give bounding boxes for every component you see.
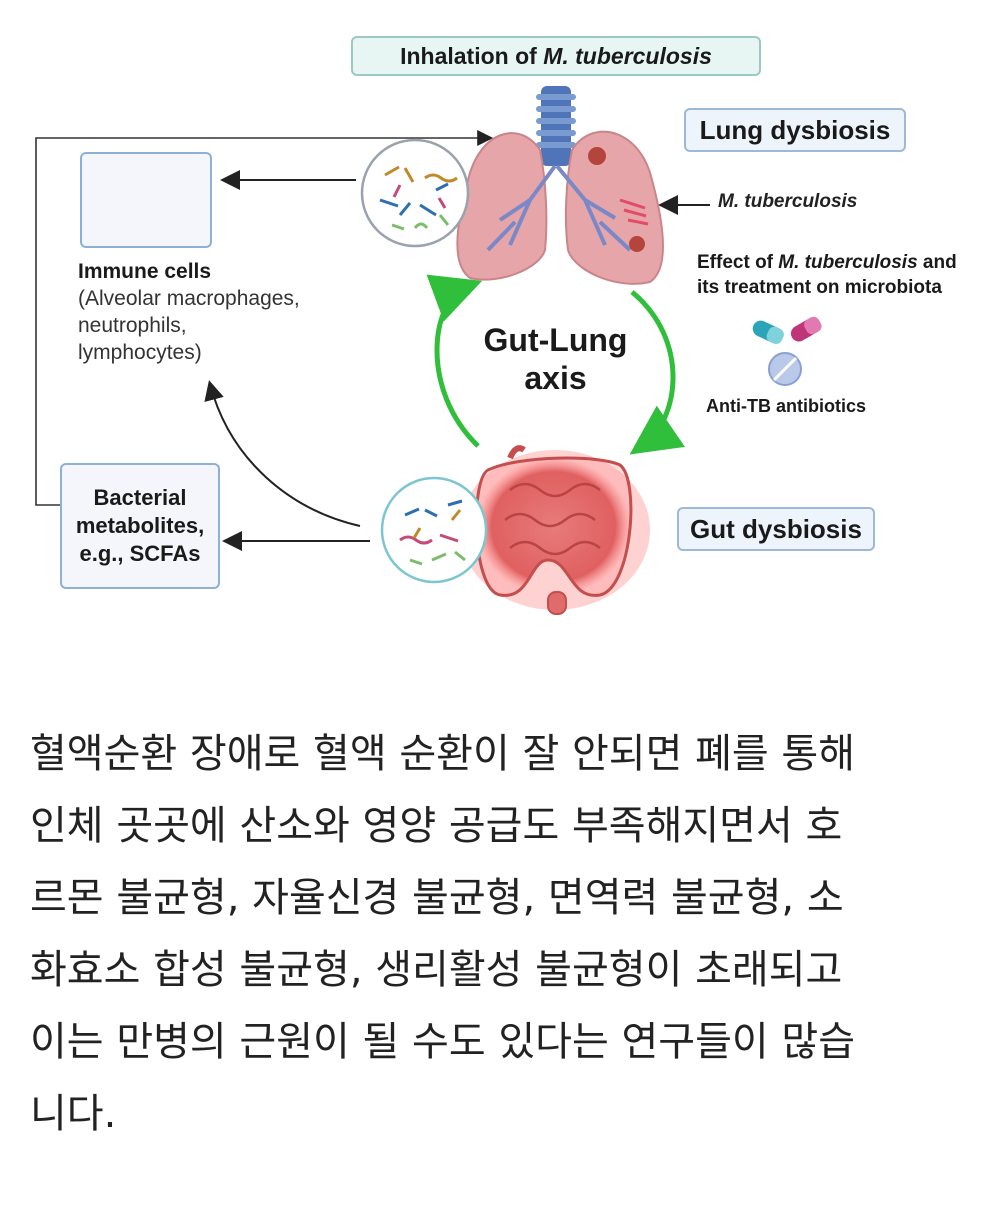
gut-to-immune-arrow — [204, 380, 361, 527]
diagram-graphics — [35, 86, 822, 615]
green-arrow-up — [426, 274, 483, 448]
feedback-loop-arrow — [35, 130, 494, 506]
title-prefix: Inhalation of — [400, 42, 537, 69]
caption-line-6: 니다. — [30, 1091, 117, 1137]
gut-dysbiosis-box: Gut dysbiosis — [677, 507, 875, 551]
title-italic: M. tuberculosis — [543, 42, 712, 69]
bacterial-metabolites-box: Bacterial metabolites, e.g., SCFAs — [60, 463, 220, 589]
caption-line-5: 이는 만병의 근원이 될 수도 있다는 연구들이 많습 — [30, 1019, 856, 1065]
axis-label-line-1: Gut-Lung — [483, 322, 628, 358]
effect-prefix: Effect of — [697, 252, 773, 273]
bacterial-line-2: metabolites, — [75, 513, 205, 538]
immune-cells-box — [80, 152, 212, 248]
intestines — [460, 445, 650, 615]
bacterial-line-3: e.g., SCFAs — [79, 541, 201, 566]
effect-suffix: and — [922, 252, 957, 273]
caption-line-2: 인체 곳곳에 산소와 영양 공급도 부족해지면서 호 — [30, 803, 843, 849]
lung-dysbiosis-box: Lung dysbiosis — [684, 108, 906, 152]
immune-sub-line-3: lymphocytes) — [78, 341, 202, 364]
trachea — [536, 86, 576, 166]
caption-line-1: 혈액순환 장애로 혈액 순환이 잘 안되면 폐를 통해 — [30, 731, 856, 777]
caption-paragraph: 혈액순환 장애로 혈액 순환이 잘 안되면 폐를 통해 인체 곳곳에 산소와 영… — [30, 718, 990, 1150]
green-arrow-down — [629, 290, 686, 455]
bacterial-line-1: Bacterial — [93, 485, 187, 510]
immune-sub-line-1: (Alveolar macrophages, — [78, 287, 300, 310]
inhalation-title-box: Inhalation of M. tuberculosis — [351, 36, 761, 76]
effect-line-2: its treatment on microbiota — [697, 277, 942, 298]
anti-tb-antibiotics-label: Anti-TB antibiotics — [706, 396, 866, 416]
effect-italic: M. tuberculosis — [778, 252, 918, 273]
gut-lung-axis-diagram: Inhalation of M. tuberculosis Lung dysbi… — [35, 36, 957, 615]
gut-dysbiosis-label: Gut dysbiosis — [690, 513, 862, 544]
caption-line-4: 화효소 합성 불균형, 생리활성 불균형이 초래되고 — [30, 947, 843, 993]
lung-microbiome-circle — [360, 138, 470, 248]
effect-line-1: Effect of M. tuberculosis and — [697, 252, 957, 274]
immune-cells-title: Immune cells — [78, 260, 212, 283]
antibiotic-pills-icon — [752, 316, 822, 386]
axis-label-line-2: axis — [524, 360, 587, 396]
lung-dysbiosis-label: Lung dysbiosis — [699, 114, 891, 145]
gut-microbiome-circle — [380, 476, 488, 584]
immune-sub-line-2: neutrophils, — [78, 314, 187, 337]
lungs — [456, 130, 664, 285]
caption-line-3: 르몬 불균형, 자율신경 불균형, 면역력 불균형, 소 — [30, 875, 844, 921]
mtb-pointer-label: M. tuberculosis — [718, 191, 858, 212]
